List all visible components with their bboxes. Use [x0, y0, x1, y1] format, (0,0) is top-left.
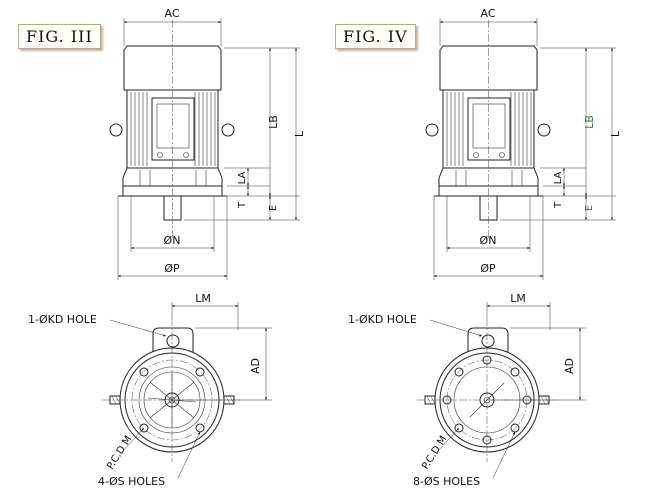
dim-lm: LM — [510, 292, 526, 305]
dim-lm: LM — [195, 292, 211, 305]
terminal-box-lug — [152, 327, 194, 352]
label-pcd: P.C.D M — [420, 434, 449, 471]
lifting-eye-left — [109, 123, 123, 137]
dim-p: ØP — [164, 262, 180, 275]
dim-la: LA — [237, 172, 248, 185]
dim-lb: LB — [267, 115, 280, 129]
dim-l: L — [293, 130, 306, 137]
lifting-eye-right — [221, 123, 235, 137]
label-kd-hole: 1-ØKD HOLE — [348, 313, 417, 326]
fig-iii-side-view: AC LB L LA T E ØN ØP — [109, 7, 306, 280]
dim-e: E — [268, 205, 279, 211]
kd-hole — [481, 334, 495, 348]
lifting-eye-right — [537, 123, 551, 137]
mounting-holes — [139, 367, 205, 433]
dim-ac: AC — [164, 7, 179, 20]
lifting-eye-left — [425, 123, 439, 137]
label-s-holes: 4-ØS HOLES — [98, 475, 165, 488]
kd-hole — [166, 334, 180, 348]
dim-ad: AD — [249, 358, 262, 374]
terminal-box — [151, 97, 195, 161]
fig-iii-label: FIG. III — [18, 24, 101, 49]
fig-iv-side-view: AC LB L LA T E ØN ØP — [425, 7, 622, 280]
terminal-box — [467, 97, 511, 161]
motor-top-cover — [439, 45, 538, 91]
dim-l: L — [609, 130, 622, 137]
dim-e: E — [584, 205, 595, 211]
cooling-fins — [446, 92, 532, 166]
dim-lb: LB — [583, 115, 596, 129]
fig-iv-label: FIG. IV — [335, 24, 416, 49]
dim-ac: AC — [480, 7, 495, 20]
fig-iv-front-view: LM AD 1-ØKD HOLE P.C.D M 8-ØS HOLES — [348, 292, 586, 488]
dim-t: T — [237, 201, 248, 209]
dim-n: ØN — [164, 234, 181, 247]
dim-ad: AD — [563, 358, 576, 374]
dim-p: ØP — [480, 262, 496, 275]
label-pcd: P.C.D M — [105, 434, 134, 471]
fig-iii-front-view: LM AD 1-ØKD HOLE P.C.D M 4-ØS HOLES — [28, 292, 272, 488]
cooling-fins — [130, 92, 216, 166]
dim-la: LA — [553, 172, 564, 185]
dim-t: T — [553, 201, 564, 209]
label-s-holes: 8-ØS HOLES — [413, 475, 480, 488]
label-kd-hole: 1-ØKD HOLE — [28, 313, 97, 326]
dim-n: ØN — [480, 234, 497, 247]
